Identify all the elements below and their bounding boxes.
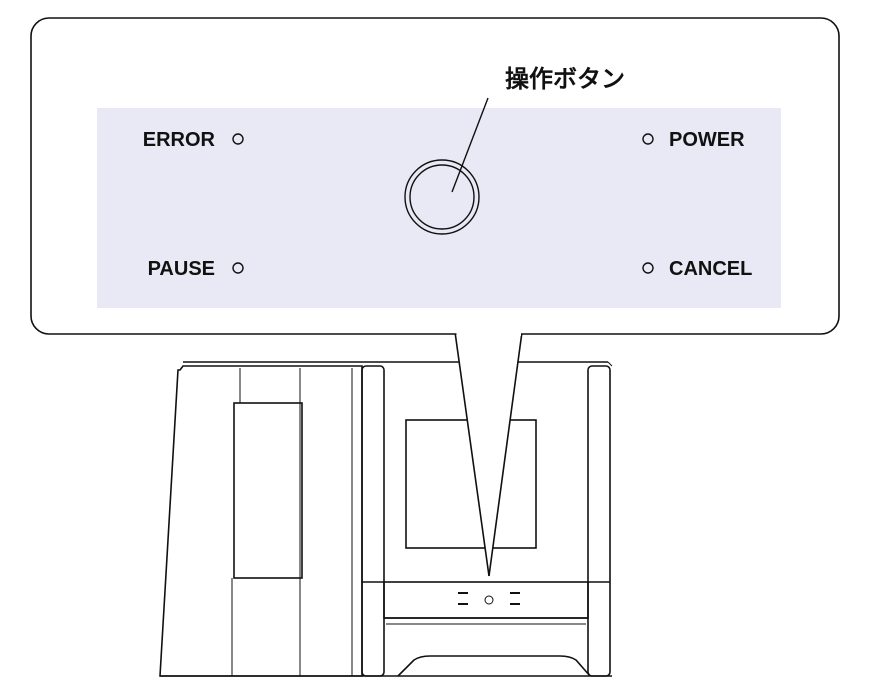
printer-right-pillar [587, 365, 611, 677]
printer-illustration [159, 361, 613, 677]
operate-button [404, 159, 480, 235]
printer-tray [397, 655, 591, 677]
pause-label: PAUSE [148, 258, 215, 280]
callout-pointer [455, 332, 522, 576]
control-panel-area [97, 108, 781, 308]
callout-leader-line [451, 97, 489, 193]
printer-side-window [233, 402, 303, 579]
error-label: ERROR [143, 129, 216, 151]
power-label: POWER [669, 129, 745, 151]
printer-front-control-strip [383, 581, 589, 619]
printer-left-body [159, 365, 363, 677]
cancel-indicator-icon [642, 262, 654, 274]
power-indicator-icon [642, 133, 654, 145]
pause-indicator-icon [232, 262, 244, 274]
callout-title: 操作ボタン [505, 66, 625, 93]
printer-left-pillar [361, 365, 385, 677]
cancel-label: CANCEL [669, 258, 752, 280]
printer-small-operate-button [484, 595, 494, 605]
printer-small-indicators [458, 592, 520, 605]
error-indicator-icon [232, 133, 244, 145]
